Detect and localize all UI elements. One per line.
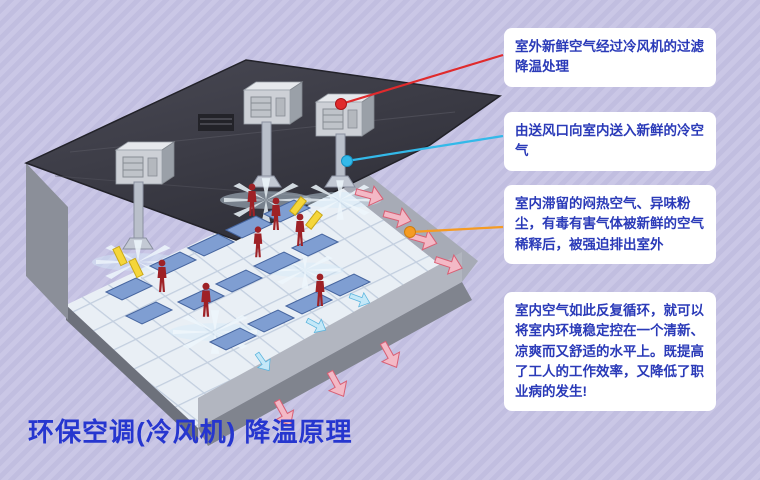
left-outer-wall — [26, 163, 68, 320]
callout-supply-air: 由送风口向室内送入新鲜的冷空气 — [504, 112, 716, 171]
leader-line-fresh-air — [340, 53, 504, 106]
dot-fresh-air-intake — [335, 98, 347, 110]
callout-fresh-air-intake: 室外新鲜空气经过冷风机的过滤降温处理 — [504, 28, 716, 87]
leader-line-supply-air — [346, 134, 504, 163]
workshop-floor — [66, 178, 462, 428]
callout-text: 由送风口向室内送入新鲜的冷空气 — [515, 123, 704, 159]
dot-supply-air — [341, 155, 353, 167]
yellow-doors — [112, 196, 324, 279]
front-low-wall — [198, 252, 472, 446]
workshop-building — [24, 59, 502, 446]
callout-text: 室外新鲜空气经过冷风机的过滤降温处理 — [515, 39, 704, 75]
callout-text: 室内空气如此反复循环，就可以将室内环境稳定控在一个清新、凉爽而又舒适的水平上。既… — [515, 303, 704, 399]
dot-exhaust-air — [404, 226, 416, 238]
callout-exhaust-air: 室内滞留的闷热空气、异味粉尘，有毒有害气体被新鲜的空气稀释后，被强迫排出室外 — [504, 185, 716, 264]
page-title: 环保空调(冷风机) 降温原理 — [28, 417, 353, 447]
floor-slab-edge — [66, 305, 198, 443]
cooler-unit-2 — [243, 81, 303, 125]
leader-line-exhaust — [409, 225, 504, 234]
callout-circulation: 室内空气如此反复循环，就可以将室内环境稳定控在一个清新、凉爽而又舒适的水平上。既… — [504, 292, 716, 412]
leader-lines — [335, 53, 504, 238]
roof-vent-grille — [198, 114, 234, 131]
callout-text: 室内滞留的闷热空气、异味粉尘，有毒有害气体被新鲜的空气稀释后，被强迫排出室外 — [515, 196, 704, 252]
cooler-unit-1 — [115, 141, 175, 185]
